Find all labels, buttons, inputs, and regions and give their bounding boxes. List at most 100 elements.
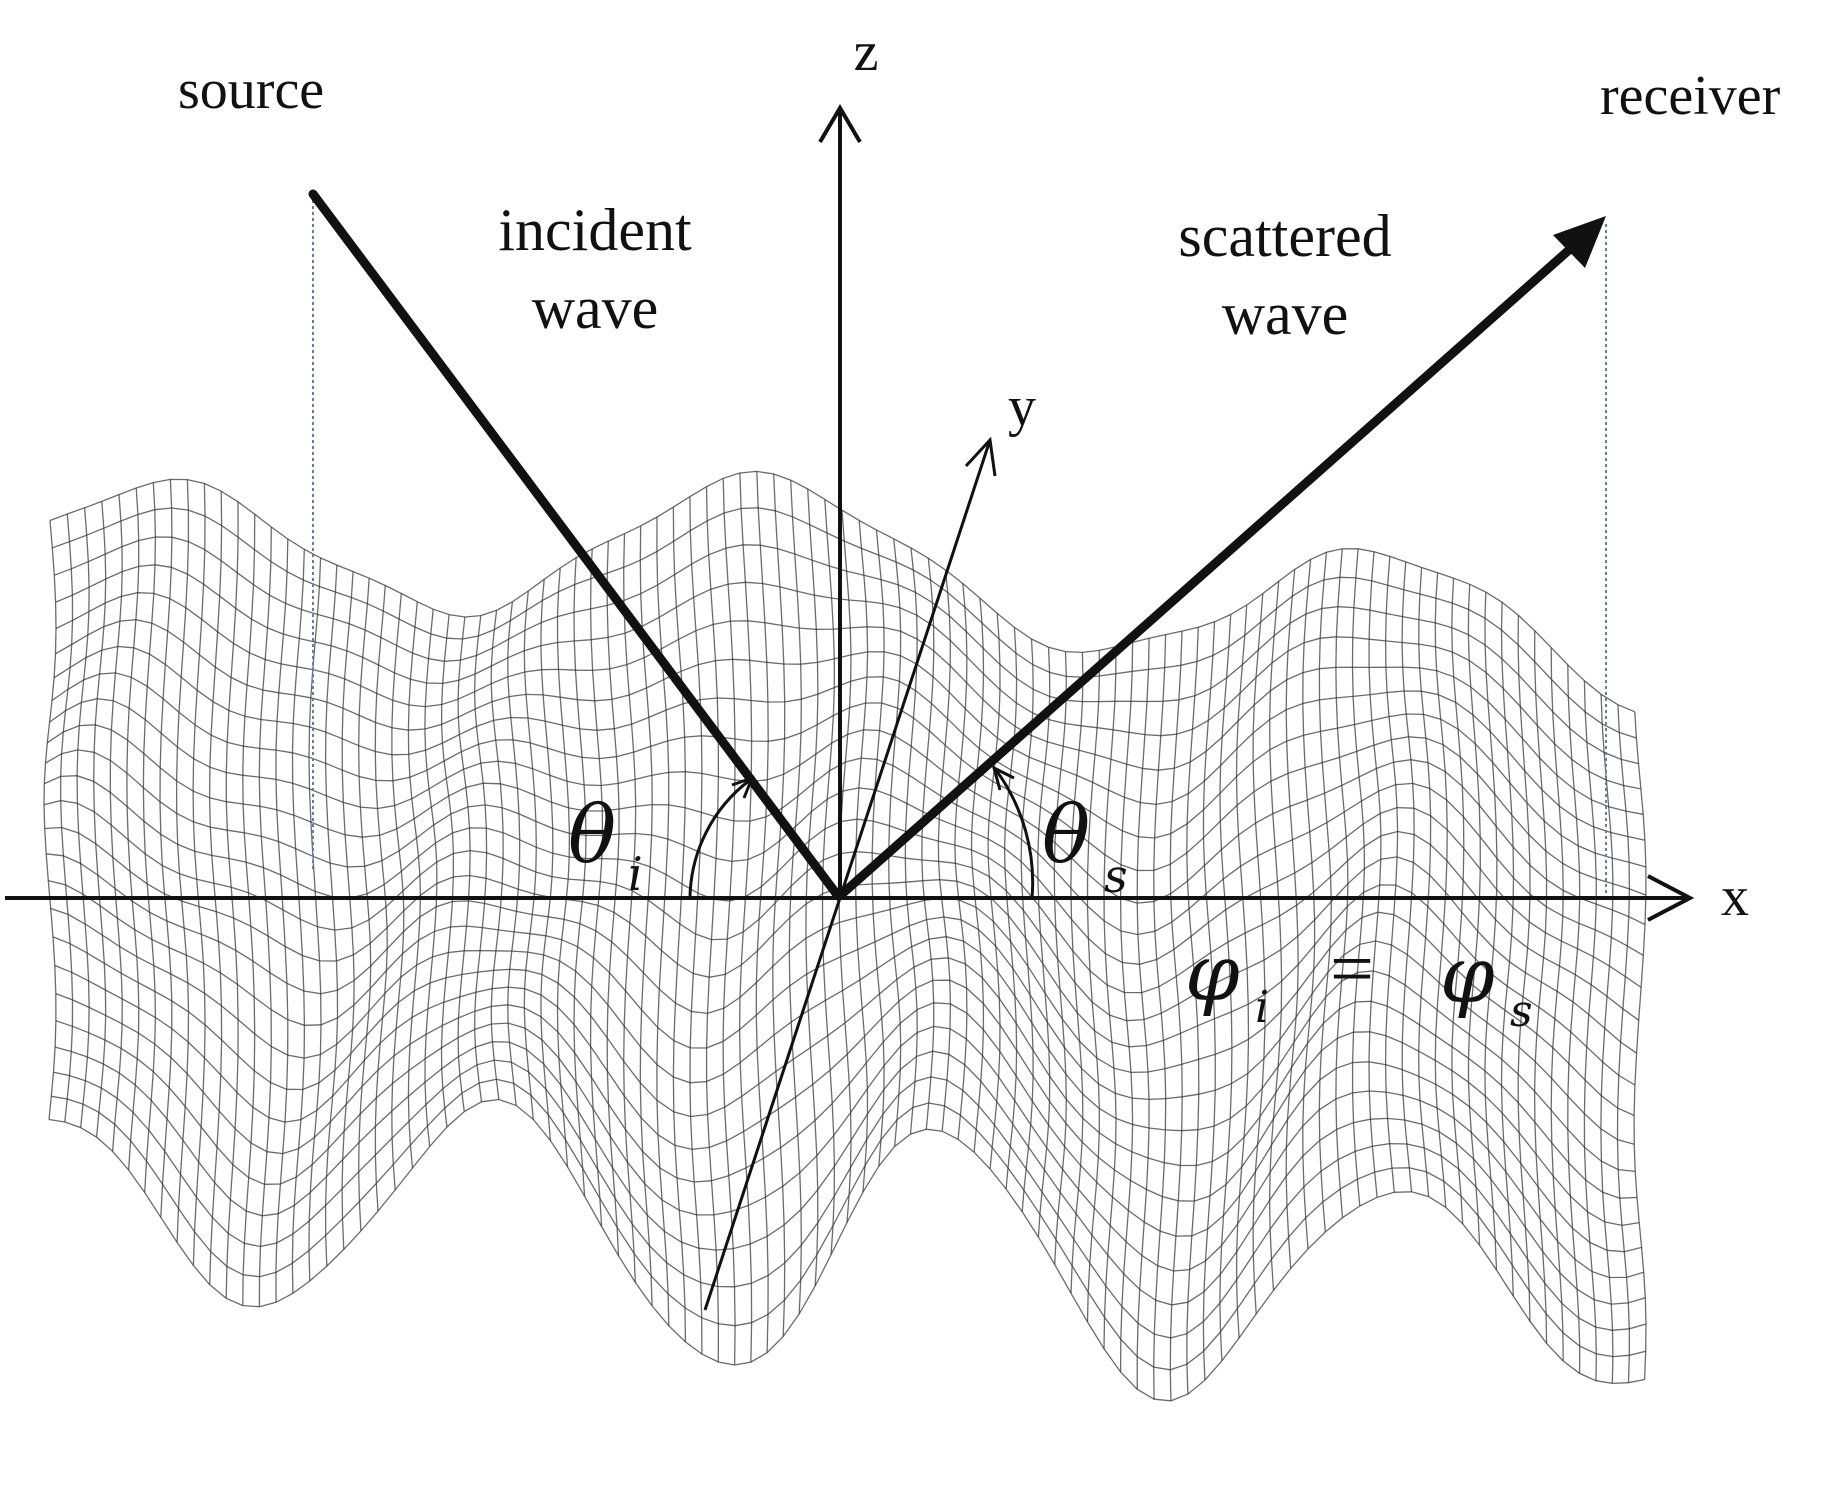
theta-i-arc-arrow [731,775,755,799]
mesh-line [341,571,355,1250]
mesh-line [324,565,339,1267]
mesh-line [755,471,769,1353]
svg-text:s: s [1104,849,1128,903]
mesh-line [490,610,504,1100]
mesh-line [109,494,123,1152]
mesh-line [639,525,653,1306]
mesh-line [1070,652,1084,1294]
mesh-line [51,1078,1646,1371]
mesh-line [225,501,239,1299]
mesh-line [722,478,736,1366]
theta-i-symbol: θ i [568,788,643,901]
z-axis-label: z [854,21,879,83]
mesh-line [623,533,637,1283]
scattered-wave-label-line1: scattered [1178,203,1391,269]
scattered-wave-ray [837,237,1583,899]
mesh-line [589,548,604,1227]
mesh-line [937,569,952,1132]
svg-text:i: i [628,847,643,901]
incident-wave-label-line1: incident [498,197,692,263]
scattered-wave-arrowhead [1553,216,1606,268]
mesh-line [93,501,107,1138]
mesh-line [523,590,537,1120]
azimuth-equality: φ i = φ s [1185,925,1533,1037]
y-axis [703,439,992,1311]
mesh-line [1268,581,1283,1291]
mesh-line [573,557,587,1197]
theta-s-arc-arrow [991,765,1015,791]
mesh-line [556,567,571,1167]
svg-text:i: i [1255,982,1269,1033]
mesh-line [788,480,802,1314]
mesh-line [1169,631,1183,1401]
mesh-line [175,479,190,1243]
mesh-line [1583,680,1597,1381]
x-axis-label: x [1721,866,1749,928]
mesh-line [738,472,753,1363]
mesh-line [540,579,554,1141]
mesh-line [76,507,90,1128]
mesh-line [1451,578,1465,1224]
mesh-line [1418,567,1432,1197]
mesh-line [1053,651,1067,1265]
mesh-line [689,496,703,1355]
mesh-line [1401,561,1415,1192]
mesh-line [672,507,687,1342]
mesh-line [772,473,786,1337]
rough-surface-mesh [43,470,1647,1402]
mesh-line [1003,627,1018,1190]
mesh-line [1235,604,1250,1339]
mesh-line [1136,638,1150,1390]
mesh-line [159,479,173,1218]
mesh-line [49,470,1636,713]
mesh-line [656,516,670,1326]
mesh-line [1434,572,1448,1208]
mesh-line [606,541,620,1256]
theta-i-angle-arc [688,778,751,899]
mesh-line [424,609,438,1147]
theta-s-angle-arc [994,769,1035,899]
mesh-line [126,487,140,1171]
mesh-line [1616,704,1631,1383]
mesh-line [1219,614,1233,1361]
mesh-line [1037,647,1051,1238]
mesh-line [1086,650,1101,1322]
mesh-line [60,513,74,1123]
mesh-line [705,486,720,1363]
mesh-line [48,1098,1645,1402]
svg-text:φ: φ [1440,931,1495,1021]
mesh-line [1285,569,1299,1269]
mesh-line [1550,647,1564,1362]
y-axis-label: y [1008,376,1036,438]
theta-s-symbol: θ s [1042,788,1128,903]
mesh-line [440,614,455,1128]
x-axis-arrowhead [1647,874,1695,922]
z-axis-arrowhead [818,104,862,144]
mesh-line [921,558,935,1130]
mesh-line [1600,694,1614,1384]
mesh-line [457,616,471,1112]
mesh-line [1252,593,1266,1314]
mesh-line [473,615,488,1102]
mesh-line [407,601,422,1169]
mesh-line [1318,552,1332,1233]
mesh-line [954,583,968,1140]
mesh-line [1119,642,1134,1373]
svg-text:s: s [1510,986,1533,1037]
mesh-line [43,520,57,1120]
mesh-line [1517,615,1531,1322]
mesh-line [52,936,1638,1199]
mesh-line [1202,621,1216,1381]
mesh-line [1384,556,1399,1193]
svg-text:θ: θ [568,788,616,881]
source-label: source [178,59,324,121]
mesh-line [987,613,1001,1170]
mesh-line [1186,627,1200,1395]
mesh-line [1302,559,1316,1249]
receiver-label: receiver [1600,65,1781,127]
incident-wave-label-line2: wave [532,275,659,341]
mesh-line [142,482,157,1193]
mesh-line [374,585,388,1212]
mesh-line [507,601,521,1106]
